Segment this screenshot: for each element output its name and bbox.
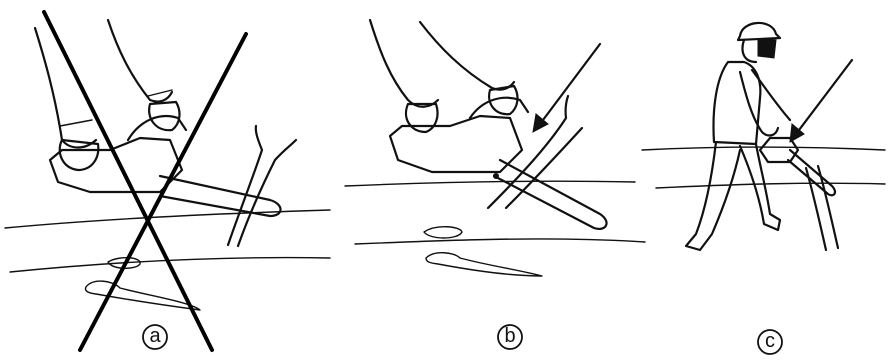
panel-c: c — [642, 23, 885, 354]
chainsaw-body — [760, 138, 798, 162]
panel-label-c: c — [765, 330, 775, 352]
debris — [424, 227, 462, 238]
chainsaw-handle — [128, 116, 186, 140]
panel-label-b: b — [504, 325, 515, 347]
ground-line — [355, 239, 645, 244]
panel-a: a — [5, 12, 330, 350]
torso — [714, 62, 761, 144]
branch — [228, 126, 296, 246]
arm-right — [420, 22, 514, 90]
guide-bar — [494, 160, 607, 229]
ground-line — [656, 183, 885, 188]
panel-b: b — [345, 20, 645, 349]
arm-left — [35, 28, 96, 148]
direction-arrow — [540, 44, 600, 124]
debris — [426, 253, 542, 276]
direction-arrow — [796, 60, 852, 134]
leg — [740, 144, 780, 230]
head — [743, 40, 757, 62]
panel-label-a: a — [149, 325, 161, 347]
chainsaw-handle — [470, 98, 528, 118]
hard-hat — [738, 23, 780, 40]
leg — [686, 142, 740, 250]
guide-bar — [160, 176, 281, 216]
ground-line — [345, 181, 635, 186]
ground-line — [5, 210, 330, 228]
sleeve-cuff — [60, 90, 172, 126]
hand-left — [406, 104, 438, 132]
face-shield — [758, 40, 776, 58]
arm-right — [108, 20, 172, 102]
